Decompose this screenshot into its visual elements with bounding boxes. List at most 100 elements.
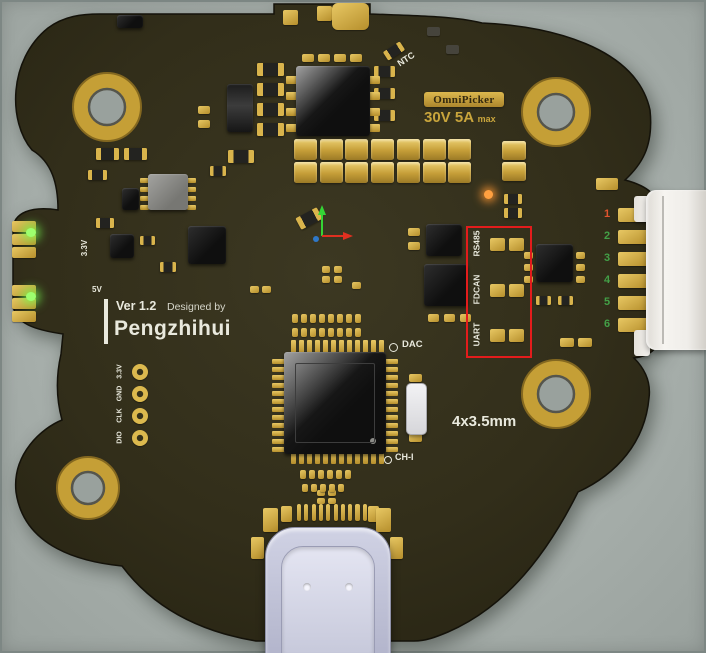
usb-c-cavity [281,546,375,653]
interface-ic [536,244,573,282]
solder-pad [408,242,420,250]
resistor [374,66,395,77]
capacitor [422,162,446,183]
version-label: Ver 1.2 [116,299,157,313]
capacitor [371,162,395,183]
solder-pad [310,328,316,337]
mcu-pin [272,359,286,364]
mcu-pin [272,439,286,444]
usb-pad [333,504,338,521]
usb-pad [304,504,309,521]
solder-pad [576,252,585,259]
mcu-pin [272,407,286,412]
solder-pad [578,338,592,347]
mcu-pin [323,340,328,354]
mcu-pin [291,450,296,464]
solder-pad [318,470,324,479]
solder-pad [390,537,403,559]
usb-pad [340,504,345,521]
solder-pad [317,6,332,21]
rail-5v-label: 5V [92,285,102,294]
ic-pin [140,196,149,201]
usb-pad [355,504,360,521]
can-transceiver-ic [424,264,468,306]
mcu-pin [384,375,398,380]
solder-pad [376,508,391,532]
capacitor [448,162,472,183]
mcu-pin [331,450,336,464]
resistor [160,262,176,272]
usb-contact-dot-right [345,583,353,591]
solder-pad [319,328,325,337]
solder-pad [251,537,264,559]
solder-pad [368,506,379,522]
resistor [124,148,147,160]
version-divider-bar [104,299,108,344]
solder-pad [355,314,361,323]
mcu-pin [315,340,320,354]
resistor [228,150,254,163]
capacitor [371,139,395,160]
solder-pad [292,328,298,337]
usb-pad [297,504,302,521]
mcu-pin [347,450,352,464]
ic-pin [140,205,149,210]
solder-pad [12,247,36,258]
mcu-pin [371,450,376,464]
capacitor [345,139,369,160]
mcu-pin [299,340,304,354]
interface-label-rs485: RS485 [471,230,482,257]
ic-pin [286,76,297,84]
ic-pin [286,108,297,116]
ic-pin [369,124,380,132]
mcu-pin [272,415,286,420]
pin-number-3: 3 [603,252,611,264]
mcu-pin [379,450,384,464]
solder-pad [328,498,336,504]
resistor [88,170,107,180]
solder-pad [336,470,342,479]
power-rating-label: 30V 5A max [424,110,496,125]
mcu-pin [272,423,286,428]
solder-pad [408,228,420,236]
prog-pad-dio [132,430,148,446]
mounting-note: 4x3.5mm [452,413,517,430]
resistor [374,110,395,121]
solder-pad [490,238,505,251]
solder-pad [263,508,278,532]
solder-pad [329,484,335,492]
ic-pin [140,187,149,192]
mcu-pin [355,450,360,464]
connector-seam [662,196,664,344]
solder-pad [576,264,585,271]
mcu-pin [384,359,398,364]
prog-pad-clk [132,408,148,424]
solder-pad [334,266,342,273]
ic-pin [187,187,196,192]
resistor [96,148,119,160]
pin-number-6: 6 [603,318,611,330]
solder-pad [262,286,271,293]
resistor [257,63,284,76]
solder-pad [12,298,36,309]
resistor [257,103,284,116]
mcu-pin [272,367,286,372]
solder-pad [198,120,210,128]
prog-pad-gnd [132,386,148,402]
mcu-pin [384,439,398,444]
solder-pad [490,329,505,342]
crystal-oscillator [406,383,427,435]
mcu-pin [363,450,368,464]
status-led-green-1 [26,228,36,237]
solder-pad [300,470,306,479]
solder-pad [352,282,361,289]
solder-pad [524,252,533,259]
mcu-ic [284,352,386,454]
solder-pad [524,276,533,283]
qfn-ic-left [188,226,226,264]
interface-highlight-box [466,226,532,358]
solder-pad [318,54,330,62]
